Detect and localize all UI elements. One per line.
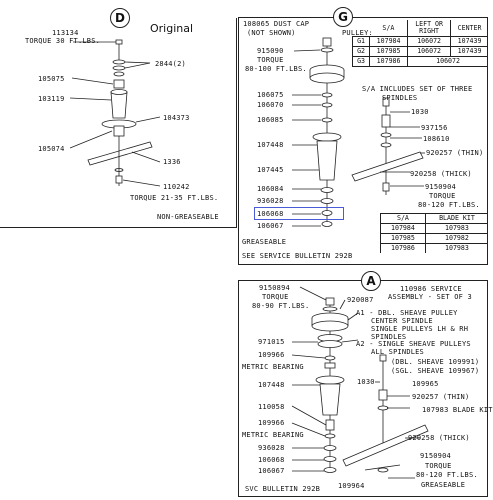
pulley-label: PULLEY:	[342, 29, 373, 37]
panel-d-footer: NON-GREASEABLE	[157, 213, 219, 221]
not-shown-label: (NOT SHOWN)	[247, 29, 296, 37]
metric-bearing-2: METRIC BEARING	[242, 431, 304, 439]
bulletin-label-a: SVC BULLETIN 292B	[245, 485, 321, 493]
table-row: 107985 107982	[380, 233, 488, 244]
label-915090: 915090	[257, 47, 284, 55]
highlight-box	[254, 207, 344, 220]
label-936028-a: 936028	[258, 444, 285, 452]
torque-value-2: 80-120 FT.LBS.	[418, 201, 480, 209]
table-row: G1 107984 106072 107439	[351, 36, 488, 47]
table-row: G3 107986 106072	[351, 56, 488, 67]
torque-label-a: TORQUE	[262, 293, 289, 301]
blade-table: S/A BLADE KIT 107984 107983 107985 10798…	[380, 213, 488, 253]
a2-line-2: ALL SPINDLES	[371, 348, 424, 356]
torque-label-2: TORQUE	[429, 192, 456, 200]
label-106085: 106085	[257, 116, 284, 124]
service-line-2: ASSEMBLY - SET OF 3	[388, 293, 472, 301]
bulletin-label: SEE SERVICE BULLETIN 292B	[242, 252, 353, 260]
thin-label: 920257 (THIN)	[426, 149, 484, 157]
pulley-table: S/A LEFT OR RIGHT CENTER G1 107984 10607…	[351, 20, 488, 67]
label-107445: 107445	[257, 166, 284, 174]
label-109966: 109966	[258, 351, 285, 359]
label-1030-a: 1030	[357, 378, 375, 386]
label-1336: 1336	[163, 158, 181, 166]
label-920087: 920087	[347, 296, 374, 304]
thin-label-a: 920257 (THIN)	[412, 393, 470, 401]
label-9150894: 9150894	[259, 284, 290, 292]
label-971015: 971015	[258, 338, 285, 346]
panel-g-badge: G	[333, 7, 353, 27]
label-106068: 106068	[257, 210, 284, 218]
a1-line-4: SPINDLES	[371, 333, 407, 341]
torque-top: TORQUE 30 FT.LBS.	[25, 37, 101, 45]
torque-value-a: 80-90 FT.LBS.	[252, 302, 310, 310]
torque-bottom: TORQUE 21-35 FT.LBS.	[130, 194, 219, 202]
label-110058: 110058	[258, 403, 285, 411]
label-107448: 107448	[257, 141, 284, 149]
row-sa: 107985	[380, 233, 426, 244]
panel-d-drawing	[69, 39, 161, 187]
thick-label: 920258 (THICK)	[410, 170, 472, 178]
row-kit: 107982	[424, 233, 488, 244]
greaseable-label: GREASEABLE	[242, 238, 287, 246]
panel-d	[0, 18, 237, 228]
panel-d-badge: D	[110, 8, 130, 28]
label-104373: 104373	[163, 114, 190, 122]
table-row: 107986 107983	[380, 243, 488, 253]
torque-value-a2: 80-120 FT.LBS.	[416, 471, 478, 479]
sgl-sheave: (SGL. SHEAVE 109967)	[391, 367, 480, 375]
row-kit: 107983	[424, 243, 488, 253]
row-key: G3	[351, 56, 371, 67]
label-105075: 105075	[38, 75, 65, 83]
thick-label-a: 920258 (THICK)	[408, 434, 470, 442]
label-9150904: 9150904	[425, 183, 456, 191]
a1-line-2: CENTER SPINDLE	[371, 317, 433, 325]
label-937156: 937156	[421, 124, 448, 132]
torque-label-a2: TORQUE	[425, 462, 452, 470]
table-row: G2 107985 106072 107439	[351, 46, 488, 57]
label-109964: 109964	[338, 482, 365, 490]
label-107448-a: 107448	[258, 381, 285, 389]
label-106067-a: 106067	[258, 467, 285, 475]
label-106070: 106070	[257, 101, 284, 109]
label-109966b: 109966	[258, 419, 285, 427]
dust-cap-label: 108065 DUST CAP	[243, 20, 310, 28]
dbl-sheave: (DBL. SHEAVE 109991)	[391, 358, 480, 366]
label-9150904-a: 9150904	[420, 452, 451, 460]
label-113134: 113134	[52, 29, 79, 37]
label-936028: 936028	[257, 197, 284, 205]
label-108610: 108610	[423, 135, 450, 143]
label-109965: 109965	[412, 380, 439, 388]
row-sa: 107986	[380, 243, 426, 253]
sa-note-2: SPINDLES	[382, 94, 418, 102]
label-103119: 103119	[38, 95, 65, 103]
label-106067: 106067	[257, 222, 284, 230]
greaseable-label-a: GREASEABLE	[421, 481, 466, 489]
a1-line-1: A1 - DBL. SHEAVE PULLEY	[356, 309, 458, 317]
blade-kit-label: 107983 BLADE KIT	[422, 406, 493, 414]
label-2844: 2844(2)	[155, 60, 186, 68]
label-106075: 106075	[257, 91, 284, 99]
a2-line-1: A2 - SINGLE SHEAVE PULLEYS	[356, 340, 471, 348]
panel-g	[238, 17, 488, 265]
label-105074: 105074	[38, 145, 65, 153]
torque-value: 80-100 FT.LBS.	[245, 65, 307, 73]
panel-d-title: Original	[150, 22, 194, 35]
label-106068-a: 106068	[258, 456, 285, 464]
label-106084: 106084	[257, 185, 284, 193]
torque-label: TORQUE	[257, 56, 284, 64]
row-lr: 106072	[407, 56, 488, 67]
label-110242: 110242	[163, 183, 190, 191]
a1-line-3: SINGLE PULLEYS LH & RH	[371, 325, 469, 333]
panel-a-badge: A	[361, 271, 381, 291]
metric-bearing-1: METRIC BEARING	[242, 363, 304, 371]
sa-note-1: S/A INCLUDES SET OF THREE	[362, 85, 473, 93]
label-1030: 1030	[411, 108, 429, 116]
service-line-1: 110986 SERVICE	[400, 285, 462, 293]
